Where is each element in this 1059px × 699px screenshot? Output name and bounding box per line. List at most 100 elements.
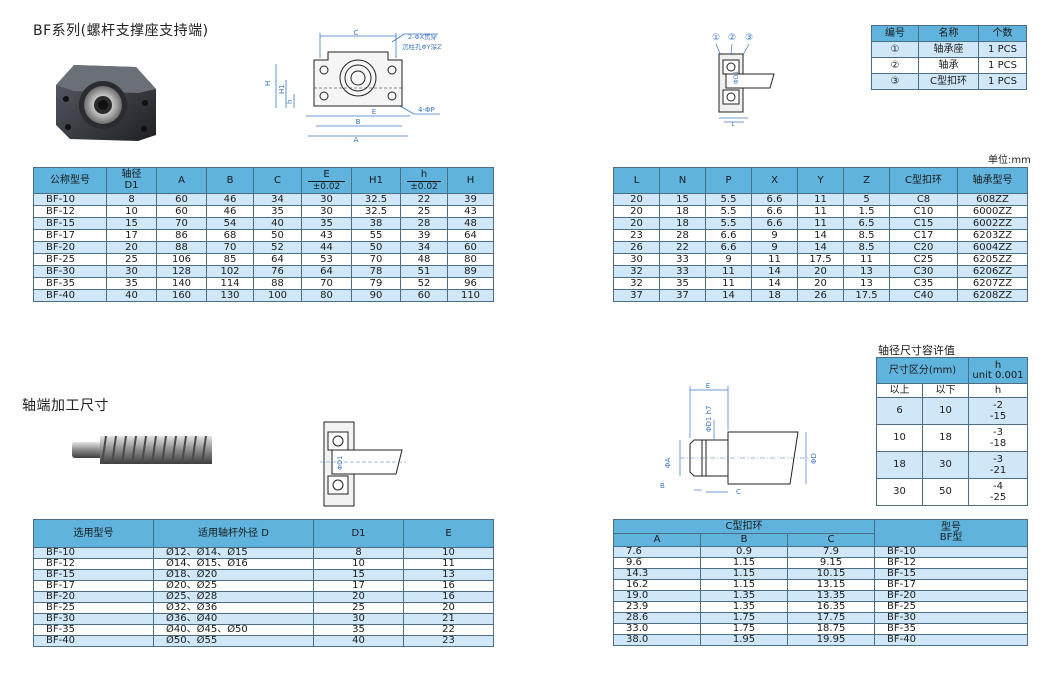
shaft-cell: 17 (313, 580, 404, 592)
shaft-header-d1: D1 (313, 519, 404, 548)
tolerance-header-size: 尺寸区分(mm) (875, 357, 970, 384)
cring-cell: BF-12 (874, 557, 1029, 569)
cring-cell: 14.3 (613, 568, 701, 580)
dim-h1-label: H1 (278, 84, 286, 94)
shaft-cell: 30 (313, 613, 404, 625)
main2-cell: C20 (889, 241, 958, 254)
cring-cell: 7.9 (786, 546, 876, 558)
cring-group-header: C型扣环 (612, 519, 876, 534)
main2-cell: 5 (843, 193, 890, 206)
main2-cell: 14 (797, 229, 844, 242)
section-drawing-parts: ① ② ③ ΦD1 L (712, 33, 775, 128)
cring-cell: 17.75 (786, 612, 876, 624)
main-cell: 22 (400, 193, 448, 206)
tolerance-upper: -4 (993, 481, 1003, 492)
parts-header-name: 名称 (918, 25, 979, 42)
main2-cell: 18 (751, 289, 798, 302)
main2-cell: 11 (843, 253, 890, 266)
main-cell: 32.5 (351, 205, 401, 218)
section-l-label: L (731, 121, 735, 128)
section-title-bf-series: BF系列(螺杆支撑座支持端) (33, 23, 209, 39)
main2-cell: 6.6 (751, 205, 798, 218)
cring-cell: BF-25 (874, 601, 1029, 613)
shaft-cell: 11 (403, 558, 494, 570)
main-cell: 38 (351, 217, 401, 230)
main-cell: 100 (253, 289, 302, 302)
main2-header-cring: C型扣环 (889, 167, 958, 194)
tolerance-upper: -2 (993, 400, 1003, 411)
main-cell: 48 (400, 253, 448, 266)
main-cell: 110 (447, 289, 494, 302)
main2-cell: 5.5 (705, 205, 752, 218)
main-cell: 70 (156, 217, 207, 230)
parts-cell: C型扣环 (918, 73, 979, 90)
main2-cell: C15 (889, 217, 958, 230)
shaft-cell: Ø20、Ø25 (153, 580, 314, 592)
cring-cell: 1.15 (700, 568, 788, 580)
main-cell: BF-20 (33, 241, 107, 254)
shaft-c-label: C (736, 488, 741, 496)
main-cell: 140 (156, 277, 207, 290)
main-cell: 106 (156, 253, 207, 266)
main2-header-l: L (613, 167, 660, 194)
main-cell: 51 (400, 265, 448, 278)
main-cell: BF-12 (33, 205, 107, 218)
main2-cell: 5.5 (705, 217, 752, 230)
main2-cell: 14 (751, 265, 798, 278)
main-cell: 78 (351, 265, 401, 278)
main2-cell: C30 (889, 265, 958, 278)
shaft-cell: BF-40 (33, 635, 154, 647)
main-cell: 30 (301, 205, 352, 218)
main2-cell: 6203ZZ (957, 229, 1028, 242)
cring-cell: 23.9 (613, 601, 701, 613)
main-cell: 34 (253, 193, 302, 206)
main2-cell: 37 (659, 289, 706, 302)
cring-cell: 18.75 (786, 623, 876, 635)
shaft-cell: 25 (313, 602, 404, 614)
main2-cell: 6208ZZ (957, 289, 1028, 302)
shaft-cell: 40 (313, 635, 404, 647)
main-cell: 60 (156, 193, 207, 206)
callout-3: ③ (745, 33, 753, 43)
main-cell: 55 (351, 229, 401, 242)
main-cell: 20 (106, 241, 157, 254)
shaft-bearing-drawing: ΦD1 (320, 421, 406, 507)
main-cell: 86 (156, 229, 207, 242)
main2-cell: 37 (613, 289, 660, 302)
main2-cell: C25 (889, 253, 958, 266)
tolerance-sub-below: 以下 (921, 383, 970, 398)
main-cell: 88 (156, 241, 207, 254)
tolerance-h-cell: -3-18 (968, 424, 1029, 452)
main2-cell: 6206ZZ (957, 265, 1028, 278)
tolerance-cell: 18 (876, 451, 923, 479)
shaft-cell: Ø40、Ø45、Ø50 (153, 624, 314, 636)
main-header-d1: 轴径 D1 (106, 167, 157, 194)
cring-cell: 13.35 (786, 590, 876, 602)
main-cell: BF-40 (33, 289, 107, 302)
shaft-cell: Ø18、Ø20 (153, 569, 314, 581)
main2-cell: C10 (889, 205, 958, 218)
main-cell: 10 (106, 205, 157, 218)
main2-cell: 6205ZZ (957, 253, 1028, 266)
main2-cell: 6.6 (751, 217, 798, 230)
main-cell: 40 (106, 289, 157, 302)
cring-cell: 16.2 (613, 579, 701, 591)
main-cell: 114 (206, 277, 254, 290)
dim-a-label: A (354, 136, 359, 144)
cring-header-a: A (613, 533, 701, 547)
cring-cell: 7.6 (613, 546, 701, 558)
shaft-end-dimension-drawing: E ΦD1 h7 ΦA ΦD B C (660, 382, 818, 496)
main2-cell: 26 (613, 241, 660, 254)
main2-cell: 22 (659, 241, 706, 254)
